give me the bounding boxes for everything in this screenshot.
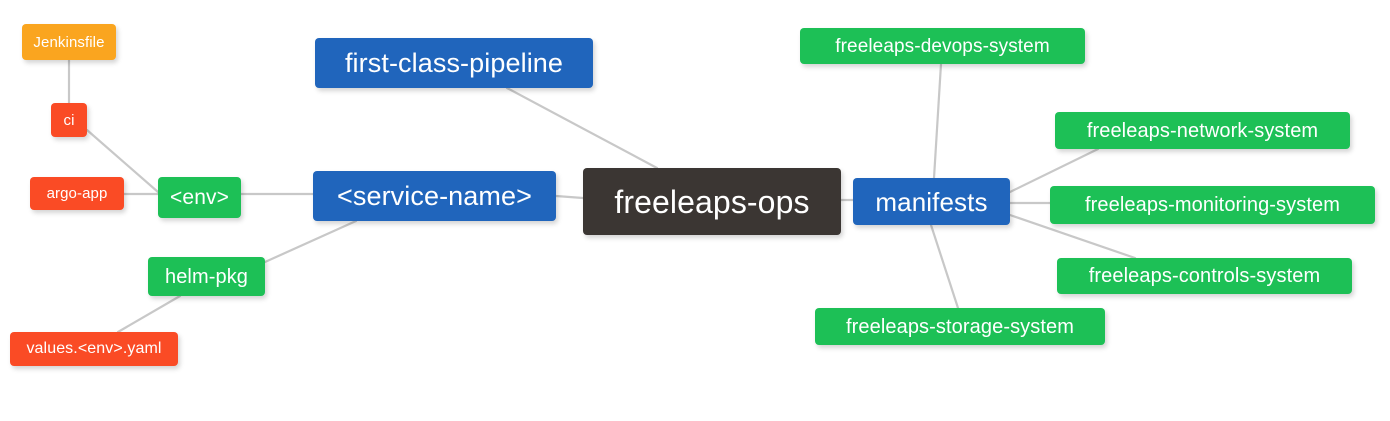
node-env[interactable]: <env> — [158, 177, 241, 218]
node-label-argo-app: argo-app — [46, 185, 108, 202]
node-freeleaps-ops[interactable]: freeleaps-ops — [583, 168, 841, 235]
node-label-service-name: <service-name> — [337, 180, 532, 211]
node-label-helm-pkg: helm-pkg — [164, 265, 249, 288]
node-freeleaps-controls-system[interactable]: freeleaps-controls-system — [1057, 258, 1352, 294]
node-freeleaps-devops-system[interactable]: freeleaps-devops-system — [800, 28, 1085, 64]
node-jenkinsfile[interactable]: Jenkinsfile — [22, 24, 116, 60]
node-freeleaps-storage-system[interactable]: freeleaps-storage-system — [815, 308, 1105, 345]
edge-service-name-to-freeleaps-ops — [554, 194, 585, 200]
node-manifests[interactable]: manifests — [853, 178, 1010, 225]
node-helm-pkg[interactable]: helm-pkg — [148, 257, 265, 296]
node-label-freeleaps-monitoring-system: freeleaps-monitoring-system — [1084, 194, 1340, 216]
node-service-name[interactable]: <service-name> — [313, 171, 556, 221]
node-first-class-pipeline[interactable]: first-class-pipeline — [315, 38, 593, 88]
node-label-freeleaps-devops-system: freeleaps-devops-system — [835, 35, 1050, 57]
node-freeleaps-monitoring-system[interactable]: freeleaps-monitoring-system — [1050, 186, 1375, 224]
node-label-manifests: manifests — [875, 186, 988, 217]
edge-freeleaps-devops-system-to-manifests — [932, 62, 943, 180]
node-label-first-class-pipeline: first-class-pipeline — [344, 47, 564, 78]
node-label-ci: ci — [63, 111, 75, 129]
edge-values-env-yaml-to-helm-pkg — [116, 294, 182, 334]
edge-helm-pkg-to-service-name — [263, 219, 358, 264]
node-label-values-env-yaml: values.<env>.yaml — [26, 340, 162, 357]
node-values-env-yaml[interactable]: values.<env>.yaml — [10, 332, 178, 366]
node-argo-app[interactable]: argo-app — [30, 177, 124, 210]
node-label-freeleaps-ops: freeleaps-ops — [614, 183, 810, 220]
node-label-freeleaps-network-system: freeleaps-network-system — [1086, 119, 1319, 142]
node-label-freeleaps-storage-system: freeleaps-storage-system — [845, 315, 1075, 338]
node-label-env: <env> — [170, 186, 229, 209]
edge-manifests-to-freeleaps-storage-system — [929, 223, 960, 310]
edge-first-class-pipeline-to-freeleaps-ops — [505, 86, 659, 170]
node-freeleaps-network-system[interactable]: freeleaps-network-system — [1055, 112, 1350, 149]
node-label-freeleaps-controls-system: freeleaps-controls-system — [1088, 265, 1321, 287]
node-label-jenkinsfile: Jenkinsfile — [33, 33, 105, 51]
node-ci[interactable]: ci — [51, 103, 87, 137]
